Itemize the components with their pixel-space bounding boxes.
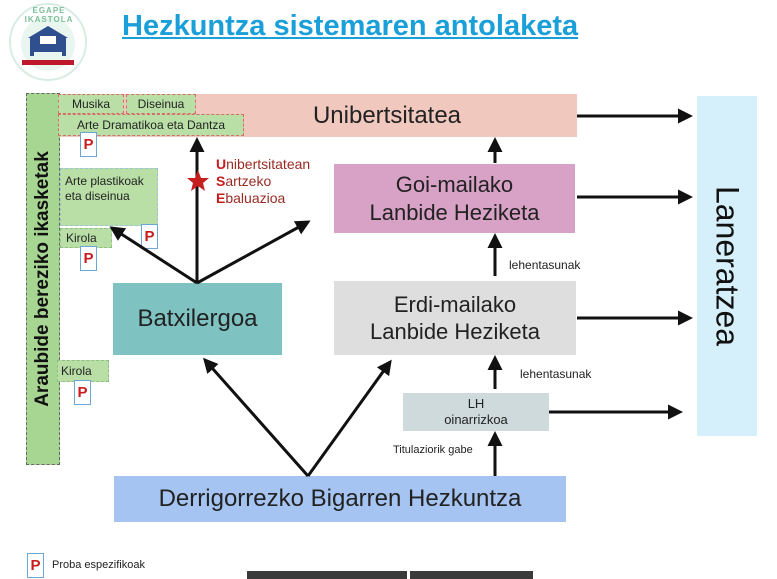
goi-mailako-lh-box: Goi-mailako Lanbide Heziketa <box>334 164 575 233</box>
arrow-derri-batx <box>203 357 310 477</box>
ues-e-rest: baluazioa <box>225 189 286 206</box>
ues-e: E <box>216 189 226 206</box>
batxilergoa-label: Batxilergoa <box>137 305 258 332</box>
goi-label-line2: Lanbide Heziketa <box>369 199 540 225</box>
laneratzea-label: Laneratzea <box>709 185 746 347</box>
derrigorrezko-box: Derrigorrezko Bigarren Hezkuntza <box>114 476 566 522</box>
araubide-label: Araubide bereziko ikasketak <box>32 151 53 407</box>
arte-dramatikoa-box: Arte Dramatikoa eta Dantza <box>58 114 244 136</box>
page-title: Hezkuntza sistemaren antolaketa <box>122 10 579 42</box>
kirola-top-label: Kirola <box>66 231 97 245</box>
arte-dramatikoa-label: Arte Dramatikoa eta Dantza <box>76 117 226 132</box>
derrigorrezko-label: Derrigorrezko Bigarren Hezkuntza <box>158 485 522 512</box>
lh-oinarrizkoa-box: LH oinarrizkoa <box>403 393 549 431</box>
ues-s-rest: artzeko <box>225 172 272 189</box>
diseinua-box: Diseinua <box>126 94 196 114</box>
kirola-top-box: Kirola <box>60 228 112 248</box>
proba-badge-kirola-bottom: P <box>74 380 91 405</box>
musika-label: Musika <box>71 96 110 111</box>
erdi-label-line2: Lanbide Heziketa <box>369 319 540 344</box>
lehentasunak-label-upper: lehentasunak <box>509 258 581 272</box>
ues-s: S <box>216 172 226 189</box>
legend-badge: P <box>27 553 44 578</box>
kirola-bottom-label: Kirola <box>61 364 92 378</box>
unibertsitatea-label: Unibertsitatea <box>312 101 462 129</box>
arte-plastikoak-label: Arte plastikoak eta diseinua <box>65 174 144 203</box>
logo-text: EGAPE IKASTOLA <box>24 6 74 24</box>
lh-label-line2: oinarrizkoa <box>444 412 508 427</box>
arrow-batx-ues <box>196 220 311 285</box>
bottom-bar-left <box>247 571 407 579</box>
ues-u: U <box>216 156 227 172</box>
diseinua-label: Diseinua <box>137 96 185 111</box>
araubide-bereziko-column: Araubide bereziko ikasketak <box>26 93 60 465</box>
kirola-bottom-box: Kirola <box>57 360 109 382</box>
laneratzea-box: Laneratzea <box>697 96 757 436</box>
arrow-derri-erdi <box>306 359 392 477</box>
arte-plastikoak-box: Arte plastikoak eta diseinua <box>60 168 158 226</box>
legend-text: Proba espezifikoak <box>52 559 145 571</box>
ues-label: Unibertsitatean Sartzeko Ebaluazioa <box>216 156 310 206</box>
ues-u-rest: nibertsitatean <box>226 156 311 172</box>
proba-badge-arte-plastikoak: P <box>141 224 158 249</box>
proba-badge-kirola-top: P <box>80 246 97 271</box>
erdi-label-line1: Erdi-mailako <box>393 291 517 317</box>
bottom-bar-right <box>410 571 533 579</box>
ues-star-icon <box>187 170 209 191</box>
titulaziorik-gabe-label: Titulaziorik gabe <box>393 444 473 456</box>
goi-label-line1: Goi-mailako <box>395 172 514 197</box>
proba-badge-arte-dramatikoa: P <box>80 132 97 157</box>
musika-box: Musika <box>58 94 124 114</box>
lh-label-line1: LH <box>467 395 485 411</box>
batxilergoa-box: Batxilergoa <box>113 283 282 355</box>
lehentasunak-label-lower: lehentasunak <box>520 367 592 381</box>
erdi-mailako-lh-box: Erdi-mailako Lanbide Heziketa <box>334 281 576 355</box>
